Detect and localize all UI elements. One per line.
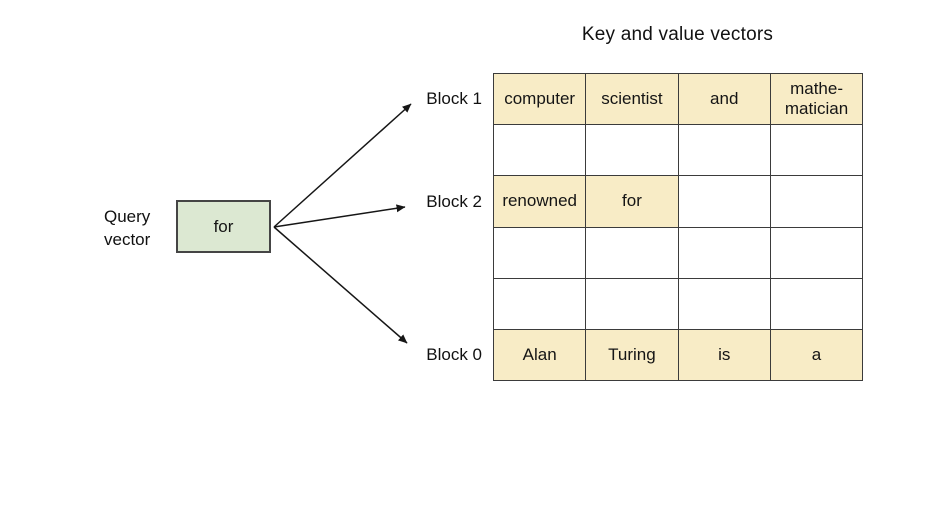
arrow-to-block-2-icon [273,204,406,228]
query-vector-box: for [176,200,271,253]
table-cell [492,124,587,177]
table-cell: mathe-matician [769,72,864,126]
table-cell [677,175,771,228]
table-cell: for [585,175,679,228]
table-row-empty [492,226,864,279]
table-cell [677,124,771,177]
table-cell [492,226,587,279]
arrow-to-block-1-icon [273,103,412,228]
diagram-title: Key and value vectors [581,24,774,45]
table-cell: scientist [585,72,679,126]
key-value-table: computer scientist and mathe-matician re… [492,72,864,382]
table-cell [769,226,864,279]
arrow-to-block-0-icon [273,226,408,344]
table-cell [585,277,679,330]
block-2-label: Block 2 [426,192,482,211]
table-cell: computer [492,72,587,126]
table-cell [677,226,771,279]
table-cell [677,277,771,330]
block-1-label: Block 1 [426,89,482,108]
block-0-label: Block 0 [426,345,482,364]
table-cell: Alan [492,328,587,382]
table-row-block-1: computer scientist and mathe-matician [492,72,864,126]
table-cell [769,124,864,177]
table-cell [769,175,864,228]
query-vector-label-line2: vector [104,230,151,249]
query-vector-label-line1: Query [104,207,151,226]
table-row-empty [492,277,864,330]
table-cell: and [677,72,771,126]
table-row-block-0: Alan Turing is a [492,328,864,382]
table-row-empty [492,124,864,177]
query-vector-token: for [213,216,234,236]
table-cell [769,277,864,330]
table-cell: renowned [492,175,587,228]
table-cell: is [677,328,771,382]
table-cell: a [769,328,864,382]
query-vector-label: Query vector [104,205,150,251]
table-cell: Turing [585,328,679,382]
table-cell [492,277,587,330]
table-row-block-2: renowned for [492,175,864,228]
table-cell [585,226,679,279]
table-cell [585,124,679,177]
